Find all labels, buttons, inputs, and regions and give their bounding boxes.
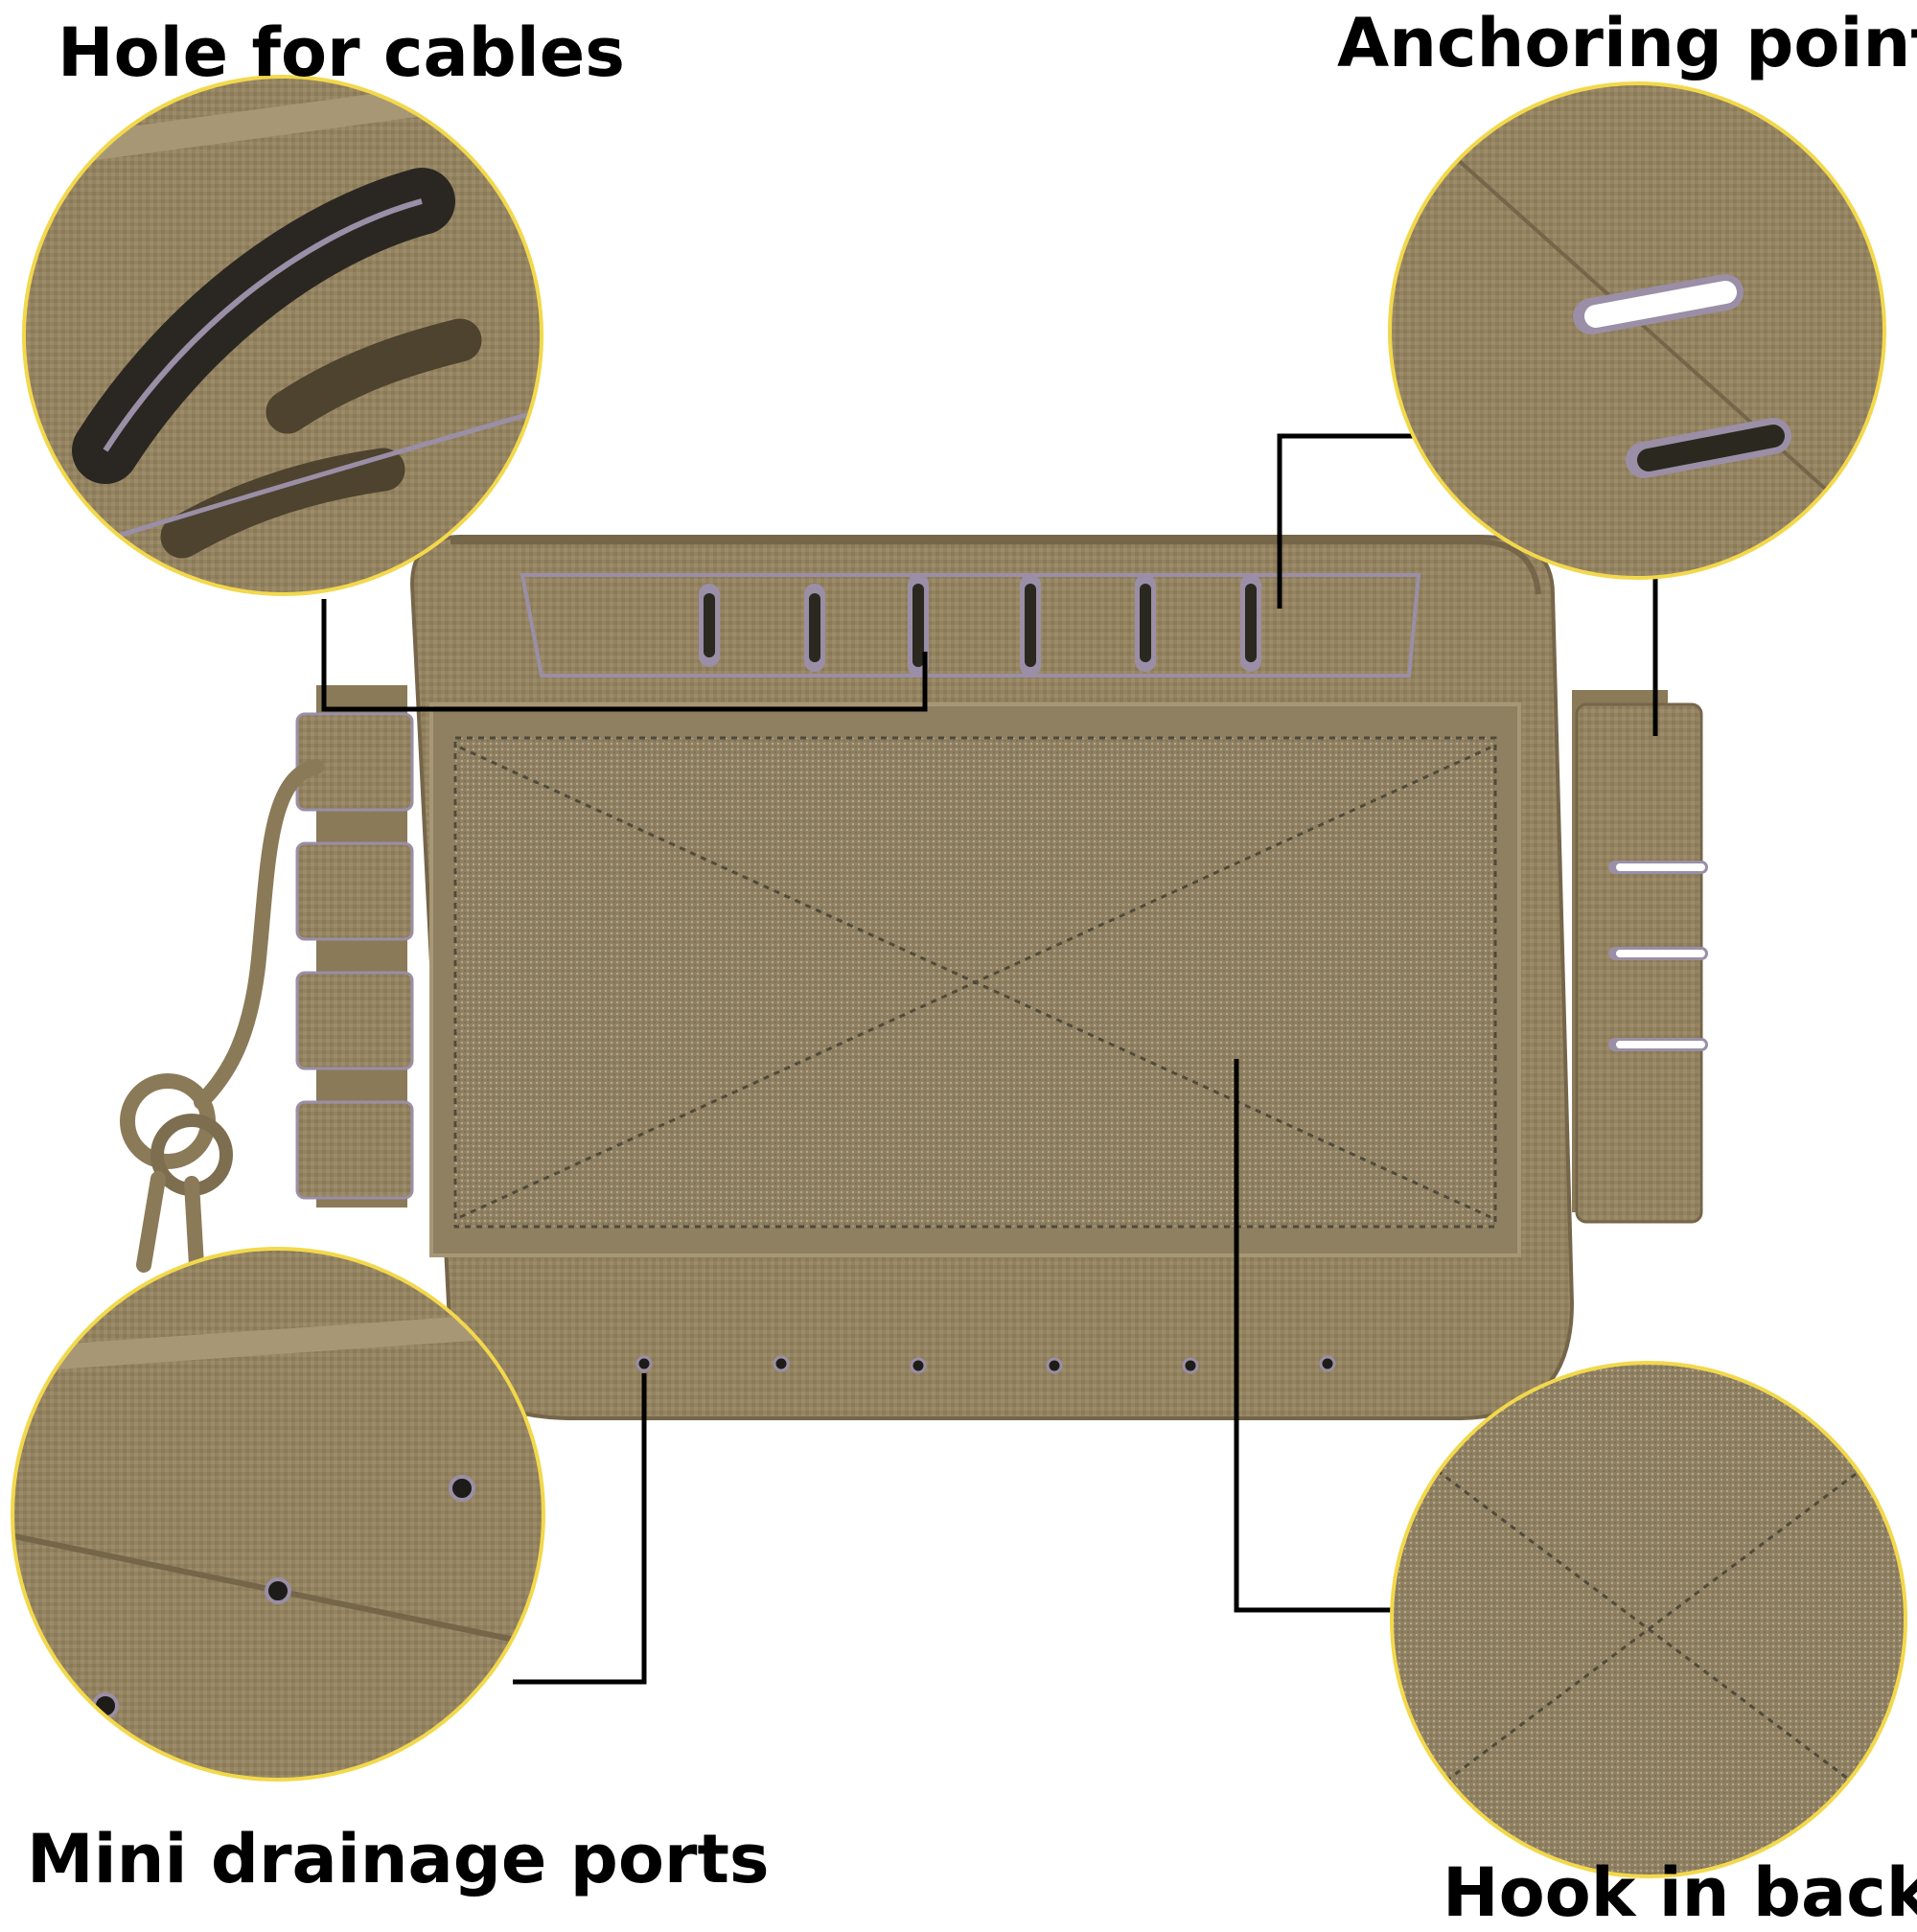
drainage-holes	[635, 1355, 1336, 1374]
leader-drain	[513, 1373, 647, 1685]
callout-drainage-label: Mini drainage ports	[27, 1820, 770, 1898]
leader-cables	[321, 599, 928, 712]
callout-hook-label: Hook in back	[1443, 1853, 1917, 1932]
side-strap-right	[1572, 690, 1708, 1224]
pouch	[120, 535, 1708, 1420]
leader-lines	[321, 433, 1658, 1685]
bungee-cord	[120, 759, 324, 1273]
velcro-panel	[429, 702, 1521, 1257]
callout-cables-label: Hole for cables	[58, 13, 625, 92]
callout-anchor-label: Anchoring points	[1337, 4, 1917, 82]
leader-anchor-a	[1277, 433, 1419, 609]
zoom-circle-anchor	[1388, 81, 1886, 580]
zoom-circle-drainage	[11, 1247, 545, 1782]
zoom-circle-hook	[1390, 1361, 1907, 1878]
zoom-circle-cables	[22, 75, 543, 596]
leader-hook	[1234, 1059, 1392, 1613]
side-strap-left	[295, 685, 414, 1208]
